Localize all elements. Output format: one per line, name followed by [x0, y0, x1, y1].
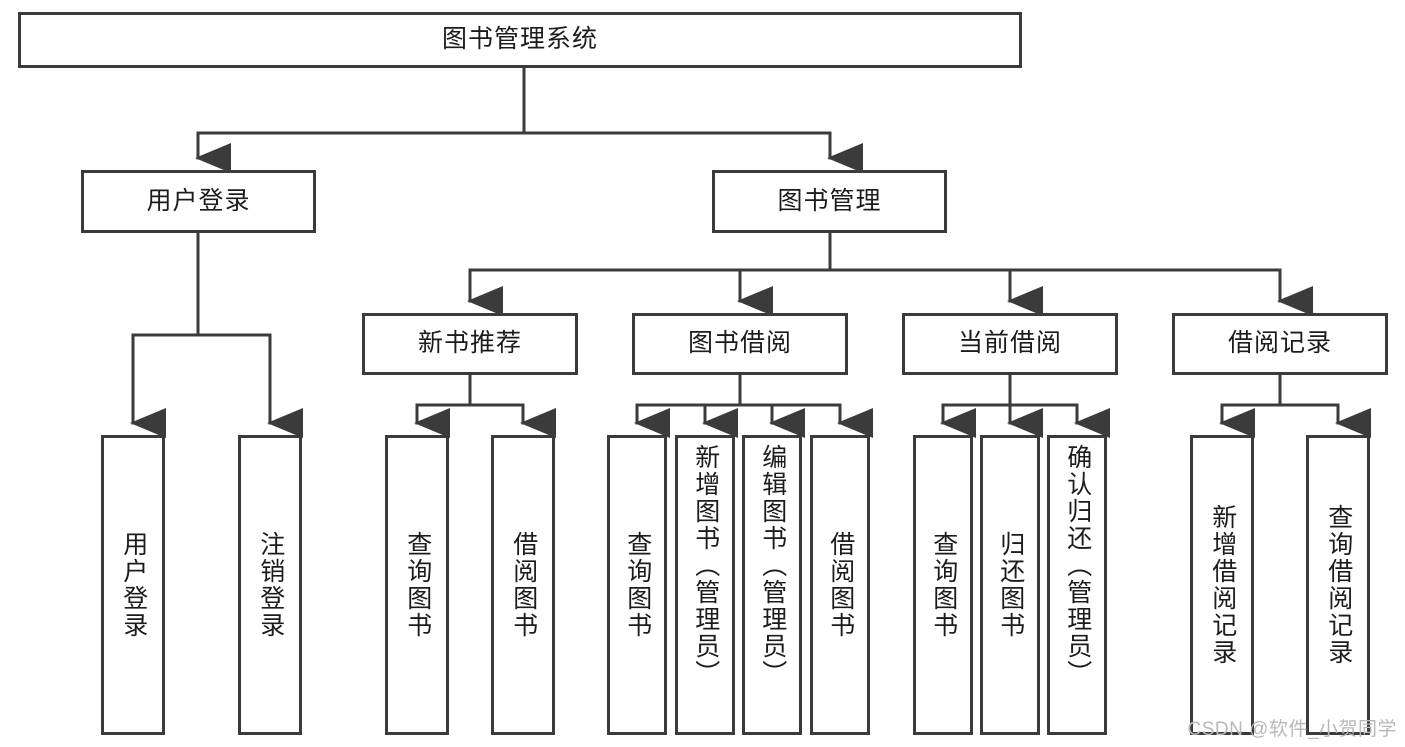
leaf-logout[interactable]: 注销登录	[238, 435, 302, 735]
leaf-return-book[interactable]: 归还图书	[980, 435, 1040, 735]
node-label: 当前借阅	[957, 329, 1062, 358]
leaf-borrow-book[interactable]: 借阅图书	[810, 435, 870, 735]
leaf-confirm-return-admin[interactable]: 确认归还（管理员）	[1047, 435, 1107, 735]
node-label: 查询图书	[929, 531, 958, 639]
node-label: 用户登录	[119, 531, 148, 639]
node-label: 查询图书	[623, 531, 652, 639]
node-label: 借阅图书	[509, 531, 538, 639]
node-borrow-record[interactable]: 借阅记录	[1172, 313, 1388, 375]
node-new-book-recommend[interactable]: 新书推荐	[362, 313, 578, 375]
leaf-query-book-borrow[interactable]: 查询图书	[607, 435, 667, 735]
node-root-system[interactable]: 图书管理系统	[18, 12, 1022, 68]
leaf-add-book-admin[interactable]: 新增图书（管理员）	[675, 435, 735, 735]
leaf-add-borrow-record[interactable]: 新增借阅记录	[1190, 435, 1254, 735]
node-book-management[interactable]: 图书管理	[712, 170, 947, 233]
node-label: 注销登录	[256, 531, 285, 639]
node-label: 借阅图书	[826, 531, 855, 639]
node-label: 查询借阅记录	[1324, 504, 1353, 666]
node-label: 确认归还（管理员）	[1063, 444, 1092, 687]
node-label: 图书借阅	[687, 329, 792, 358]
node-user-login[interactable]: 用户登录	[81, 170, 316, 233]
node-label: 新书推荐	[417, 329, 522, 358]
leaf-query-book-recommend[interactable]: 查询图书	[385, 435, 449, 735]
node-label: 新增图书（管理员）	[691, 444, 720, 687]
node-label: 借阅记录	[1227, 329, 1332, 358]
node-label: 图书管理系统	[441, 25, 598, 54]
leaf-user-login[interactable]: 用户登录	[101, 435, 165, 735]
leaf-query-book-current[interactable]: 查询图书	[913, 435, 973, 735]
node-label: 归还图书	[996, 531, 1025, 639]
csdn-watermark: CSDN @软件_小贺同学	[1187, 719, 1397, 740]
node-label: 查询图书	[403, 531, 432, 639]
leaf-edit-book-admin[interactable]: 编辑图书（管理员）	[742, 435, 802, 735]
node-label: 编辑图书（管理员）	[758, 444, 787, 687]
node-label: 用户登录	[146, 186, 251, 215]
node-book-borrow[interactable]: 图书借阅	[632, 313, 848, 375]
leaf-borrow-book-recommend[interactable]: 借阅图书	[491, 435, 555, 735]
node-label: 新增借阅记录	[1208, 504, 1237, 666]
node-current-borrow[interactable]: 当前借阅	[902, 313, 1118, 375]
node-label: 图书管理	[777, 186, 882, 215]
leaf-query-borrow-record[interactable]: 查询借阅记录	[1306, 435, 1370, 735]
